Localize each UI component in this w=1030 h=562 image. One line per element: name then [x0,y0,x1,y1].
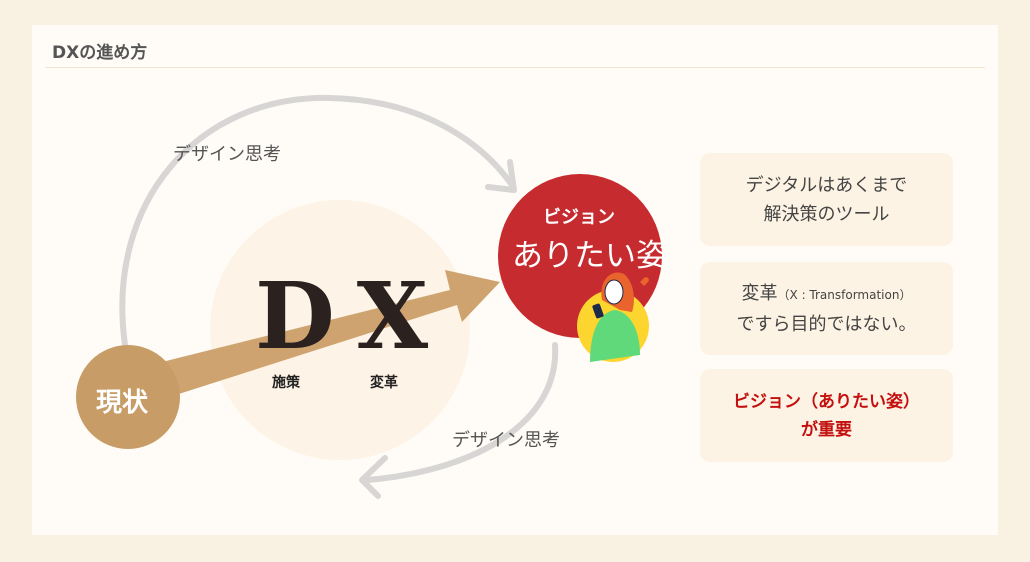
reform-label: 変革 [370,375,398,391]
note-box-digital: デジタルはあくまで 解決策のツール [700,153,953,246]
current-state-label: 現状 [96,388,149,418]
vision-small-label: ビジョン [543,207,615,228]
note-line: 解決策のツール [763,203,890,225]
note-box-vision: ビジョン（ありたい姿） が重要 [700,369,953,462]
note-line: デジタルはあくまで [745,174,908,196]
dx-letters: DX [255,262,451,370]
design-thinking-label-bottom: デザイン思考 [452,430,560,451]
person-illustration-icon [590,272,649,362]
title-divider [45,67,985,68]
cycle-arrowhead-top [485,159,517,193]
slide-title: DXの進め方 [52,43,148,63]
note-box-transformation: 変革（X : Transformation） ですら目的ではない。 [700,262,953,355]
note-annotation: （X : Transformation） [777,287,912,302]
progress-arrow [150,270,500,400]
cycle-arrow-top [119,94,515,348]
current-state-circle [76,345,180,449]
cycle-arrow-bottom [365,342,559,483]
cycle-arrowhead-bottom [359,455,388,499]
vision-big-label: ありたい姿 [512,238,667,274]
note-line: ビジョン（ありたい姿） [733,391,920,412]
note-line: が重要 [801,419,852,440]
note-line: ですら目的ではない。 [736,313,917,335]
measures-label: 施策 [272,375,300,391]
design-thinking-label-top: デザイン思考 [173,144,281,165]
note-line: 変革 [741,282,778,304]
